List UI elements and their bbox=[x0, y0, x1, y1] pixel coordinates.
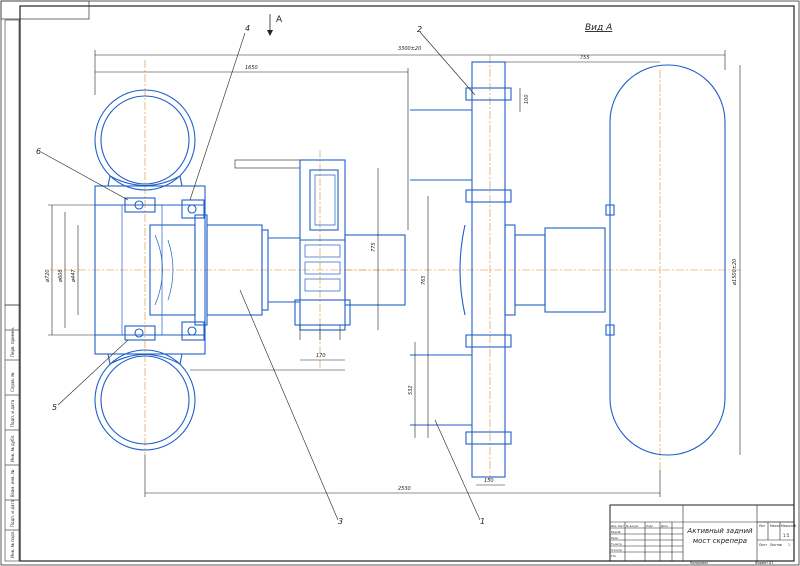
stamp-text-1: Подп. и дата bbox=[10, 499, 15, 527]
tb-row-0: Изм. Лист bbox=[611, 524, 625, 528]
stamp-text-3: Инв. № дубл. bbox=[10, 435, 15, 462]
inner-frame bbox=[19, 5, 795, 562]
tb-col-lit: Лит bbox=[759, 524, 765, 528]
tb-sheets-count: 1 bbox=[788, 543, 790, 547]
tb-row-4: Н.контр. bbox=[611, 548, 623, 552]
dim-wheel-dia-2: ø608 bbox=[58, 269, 64, 283]
callout-2: 2 bbox=[417, 25, 422, 34]
callout-5: 5 bbox=[52, 403, 57, 412]
axle-housing bbox=[206, 224, 300, 316]
tb-sheets-label: Листов bbox=[770, 543, 782, 547]
callout-4: 4 bbox=[245, 24, 250, 33]
top-left-box bbox=[0, 0, 90, 20]
stamp-text-5: Справ. № bbox=[10, 373, 15, 392]
lower-tire bbox=[94, 349, 196, 451]
callout-6: 6 bbox=[36, 147, 41, 156]
dim-bolt-width: 170 bbox=[316, 353, 326, 359]
stamp-text-0: Инв. № подл. bbox=[10, 530, 15, 558]
tb-hdr-date: Дата bbox=[661, 524, 668, 528]
tb-row-5: Утв. bbox=[611, 554, 617, 558]
dimension-lines bbox=[48, 50, 741, 497]
stamp-text-6: Перв. примен. bbox=[10, 327, 15, 357]
dim-wheel-dia-1: ø720 bbox=[45, 269, 51, 283]
tb-row-3: Т.контр. bbox=[611, 542, 622, 546]
tb-scale-value: 1:5 bbox=[783, 533, 790, 538]
dim-wheel-dia-3: ø447 bbox=[71, 269, 77, 283]
view-arrow: А bbox=[267, 14, 283, 36]
stamp-text-2: Взам. инв. № bbox=[10, 470, 15, 497]
dim-shaft-len: 765 bbox=[421, 275, 427, 285]
final-drive bbox=[234, 159, 406, 340]
title-line-2: мост скрепера bbox=[693, 537, 747, 545]
tb-copied: Копировал bbox=[690, 561, 708, 565]
side-stamp: Инв. № подл. Подп. и дата Взам. инв. № И… bbox=[4, 19, 20, 562]
view-marker-label: А bbox=[276, 15, 283, 25]
callout-3: 3 bbox=[338, 517, 343, 526]
dim-bottom-small: 150 bbox=[484, 478, 494, 484]
dim-bolt-len: 100 bbox=[524, 94, 530, 104]
dim-overall-width: 3300±20 bbox=[398, 46, 421, 52]
tb-format: Формат А1 bbox=[755, 561, 773, 565]
dim-hub-height: 775 bbox=[371, 242, 377, 252]
upper-tire bbox=[94, 89, 196, 191]
tb-hdr-doc: № докум. bbox=[626, 525, 639, 528]
tb-row-2: Пров. bbox=[611, 536, 619, 540]
dim-base-width: 2530 bbox=[398, 486, 411, 492]
dim-wheel-height: ø1500±20 bbox=[732, 259, 738, 286]
dim-spacing: 532 bbox=[408, 385, 414, 395]
tb-row-1: Разраб. bbox=[611, 530, 621, 534]
title-block bbox=[609, 504, 795, 562]
tb-sheet-label: Лист bbox=[759, 543, 767, 547]
tb-col-scale: Масштаб bbox=[781, 524, 796, 528]
right-wheel bbox=[605, 64, 726, 456]
axle-beam bbox=[410, 61, 606, 478]
title-line-1: Активный задний bbox=[686, 527, 753, 535]
tb-col-mass: Масса bbox=[770, 524, 780, 528]
view-title: Вид А bbox=[585, 23, 612, 33]
leader-lines bbox=[40, 31, 481, 521]
stamp-text-4: Подп. и дата bbox=[10, 399, 15, 427]
callout-1: 1 bbox=[480, 517, 485, 526]
tb-hdr-sign: Подп. bbox=[646, 524, 654, 528]
dim-flange-gap: 755 bbox=[580, 55, 590, 61]
dim-half-track: 1650 bbox=[245, 65, 258, 71]
